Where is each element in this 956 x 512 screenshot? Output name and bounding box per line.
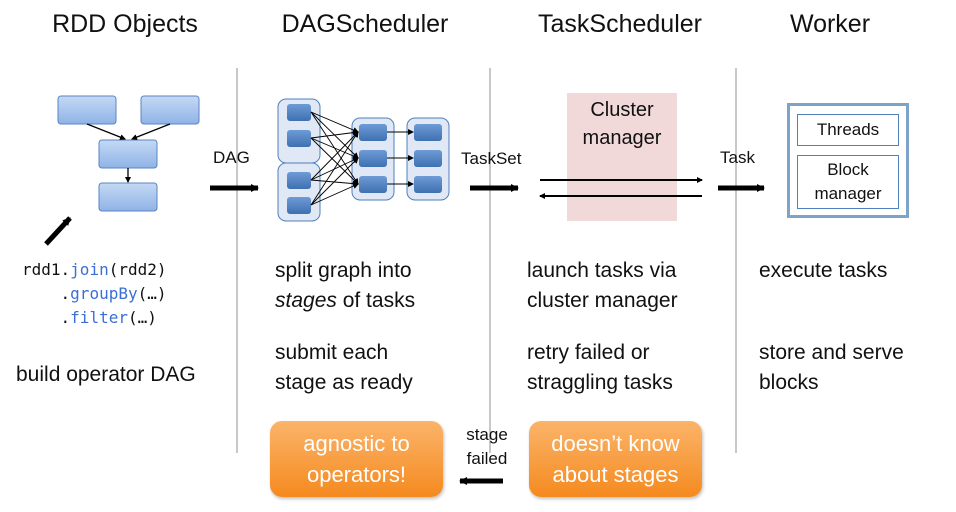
task-node (359, 176, 387, 193)
task-node (287, 130, 311, 147)
divider-1 (236, 68, 238, 453)
task-node (414, 124, 442, 141)
task-retry-desc: retry failed or straggling tasks (527, 341, 673, 394)
cluster-manager-box (567, 93, 677, 221)
task-node (359, 124, 387, 141)
worker-store-desc: store and serve blocks (759, 341, 904, 394)
task-node (359, 150, 387, 167)
dagscheduler-title: DAGScheduler (281, 10, 449, 38)
stage-failed-label: stage failed (466, 425, 508, 468)
stages-callout: doesn’t know about stages (529, 421, 702, 497)
dag-arrow-label: DAG (213, 148, 250, 167)
stage-graph (277, 98, 450, 222)
divider-3 (735, 68, 737, 453)
block-manager-box: Block manager (797, 155, 899, 209)
task-arrow-label: Task (720, 148, 755, 167)
rdd-node (98, 182, 158, 212)
task-node (287, 172, 311, 189)
taskset-arrow-label: TaskSet (461, 149, 522, 168)
threads-box: Threads (797, 114, 899, 146)
task-node (287, 197, 311, 214)
dag-submit-desc: submit each stage as ready (275, 341, 413, 394)
worker-execute-desc: execute tasks (759, 259, 888, 282)
divider-2 (489, 68, 491, 453)
code-line-3: .filter(…) (22, 308, 157, 327)
code-pointer-arrow (44, 216, 72, 246)
rdd-node (57, 95, 117, 125)
rdd-caption: build operator DAG (16, 363, 196, 386)
task-node (414, 150, 442, 167)
task-launch-desc: launch tasks via cluster manager (527, 259, 678, 312)
taskscheduler-title: TaskScheduler (538, 10, 702, 38)
cluster-manager-label: Cluster manager (582, 99, 662, 149)
rdd-node (98, 139, 158, 169)
task-node (414, 176, 442, 193)
code-snippet: rdd1.join(rdd2) .groupBy(…) .filter(…) (22, 258, 167, 330)
task-node (287, 104, 311, 121)
code-line-2: .groupBy(…) (22, 284, 167, 303)
worker-title: Worker (789, 10, 871, 38)
agnostic-callout: agnostic to operators! (270, 421, 443, 497)
rdd-node (140, 95, 200, 125)
rdd-objects-title: RDD Objects (52, 10, 198, 38)
code-line-1: rdd1.join(rdd2) (22, 260, 167, 279)
rdd-graph (57, 95, 200, 212)
